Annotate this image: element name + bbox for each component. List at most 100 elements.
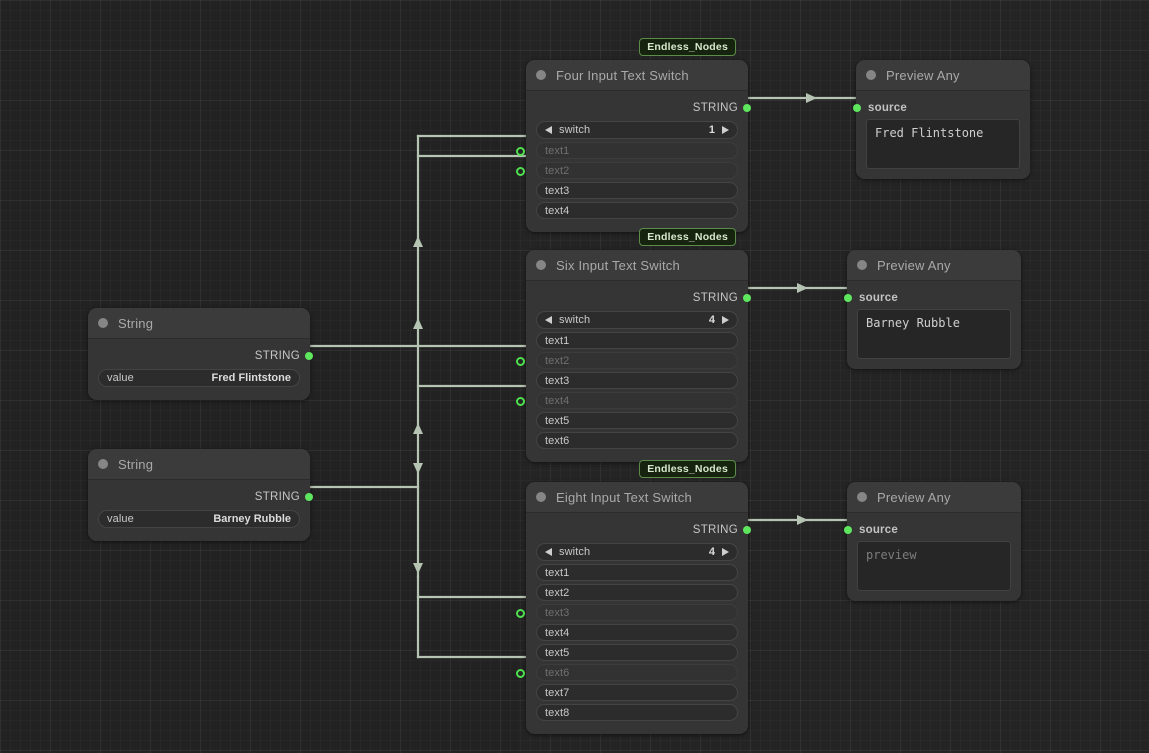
output-slot-string[interactable]: STRING: [536, 289, 751, 307]
preview-text-output: preview: [857, 541, 1011, 591]
node-body: STRING value Barney Rubble: [88, 480, 313, 541]
node-title-text: String: [118, 456, 154, 472]
widget-label: text4: [545, 204, 570, 217]
increment-arrow-icon[interactable]: [722, 548, 729, 556]
node-preview-any-bottom[interactable]: Preview Any source preview: [844, 482, 1021, 601]
node-preview-any-middle[interactable]: Preview Any source Barney Rubble: [844, 250, 1021, 369]
input-slot-dot-icon[interactable]: [516, 357, 525, 366]
input-slot-source[interactable]: source: [853, 100, 1020, 116]
input-slot-source[interactable]: source: [844, 522, 1011, 538]
widget-text4[interactable]: text4: [536, 624, 738, 641]
widget-value-text: 4: [708, 546, 715, 558]
widget-label: switch: [559, 314, 591, 326]
input-slot-dot-icon[interactable]: [516, 397, 525, 406]
widget-text6[interactable]: text6: [516, 664, 738, 681]
widget-text5[interactable]: text5: [536, 644, 738, 661]
widget-value[interactable]: value Barney Rubble: [98, 510, 300, 528]
widget-label: text6: [545, 434, 570, 447]
collapse-dot-icon[interactable]: [536, 260, 546, 270]
input-slot-dot-icon[interactable]: [853, 104, 861, 112]
node-title-text: String: [118, 315, 154, 331]
output-slot-string[interactable]: STRING: [98, 488, 313, 506]
node-title-bar[interactable]: String: [88, 308, 310, 339]
widget-label: text1: [545, 566, 570, 579]
widget-text3[interactable]: text3: [516, 604, 738, 621]
output-slot-string[interactable]: STRING: [536, 521, 751, 539]
node-body: STRING value Fred Flintstone: [88, 339, 313, 400]
widget-switch[interactable]: switch 4: [536, 543, 738, 561]
widget-label: value: [107, 513, 134, 525]
node-title-bar[interactable]: String: [88, 449, 310, 480]
widget-text4[interactable]: text4: [536, 202, 738, 219]
output-slot-dot-icon[interactable]: [743, 104, 751, 112]
output-slot-string[interactable]: STRING: [536, 99, 751, 117]
output-slot-string[interactable]: STRING: [98, 347, 313, 365]
node-title-bar[interactable]: Preview Any: [847, 250, 1021, 281]
node-six-input-text-switch[interactable]: Endless_Nodes Six Input Text Switch STRI…: [516, 228, 751, 462]
node-string-fred[interactable]: String STRING value Fred Flintstone: [88, 308, 313, 400]
node-preview-any-top[interactable]: Preview Any source Fred Flintstone: [853, 60, 1030, 179]
collapse-dot-icon[interactable]: [536, 70, 546, 80]
widget-text6[interactable]: text6: [536, 432, 738, 449]
increment-arrow-icon[interactable]: [722, 316, 729, 324]
input-slot-dot-icon[interactable]: [516, 167, 525, 176]
input-slot-source[interactable]: source: [844, 290, 1011, 306]
preview-text-output: Barney Rubble: [857, 309, 1011, 359]
widget-text2[interactable]: text2: [536, 584, 738, 601]
widget-text7[interactable]: text7: [536, 684, 738, 701]
widget-text2[interactable]: text2: [516, 162, 738, 179]
input-slot-dot-icon[interactable]: [844, 294, 852, 302]
widget-text1[interactable]: text1: [516, 142, 738, 159]
decrement-arrow-icon[interactable]: [545, 316, 552, 324]
widget-text2[interactable]: text2: [516, 352, 738, 369]
output-slot-dot-icon[interactable]: [305, 352, 313, 360]
node-title-bar[interactable]: Preview Any: [847, 482, 1021, 513]
decrement-arrow-icon[interactable]: [545, 126, 552, 134]
node-body: STRING switch 4 text1 text2 text3 tex: [516, 281, 751, 462]
collapse-dot-icon[interactable]: [98, 318, 108, 328]
widget-switch[interactable]: switch 1: [536, 121, 738, 139]
collapse-dot-icon[interactable]: [857, 492, 867, 502]
preview-text-output: Fred Flintstone: [866, 119, 1020, 169]
widget-value-text: Fred Flintstone: [211, 372, 291, 384]
widget-text4[interactable]: text4: [516, 392, 738, 409]
widget-label: text6: [545, 666, 570, 679]
decrement-arrow-icon[interactable]: [545, 548, 552, 556]
output-slot-dot-icon[interactable]: [305, 493, 313, 501]
widget-text3[interactable]: text3: [536, 372, 738, 389]
input-slot-dot-icon[interactable]: [516, 669, 525, 678]
node-title-bar[interactable]: Preview Any: [856, 60, 1030, 91]
input-slot-dot-icon[interactable]: [844, 526, 852, 534]
output-slot-dot-icon[interactable]: [743, 294, 751, 302]
input-slot-dot-icon[interactable]: [516, 147, 525, 156]
node-four-input-text-switch[interactable]: Endless_Nodes Four Input Text Switch STR…: [516, 38, 751, 232]
node-pack-badge: Endless_Nodes: [639, 460, 736, 478]
node-title-bar[interactable]: Eight Input Text Switch: [526, 482, 748, 513]
output-slot-label: STRING: [692, 524, 738, 536]
input-slot-label: source: [859, 524, 898, 536]
collapse-dot-icon[interactable]: [98, 459, 108, 469]
node-title-bar[interactable]: Six Input Text Switch: [526, 250, 748, 281]
widget-text3[interactable]: text3: [536, 182, 738, 199]
widget-text1[interactable]: text1: [536, 564, 738, 581]
widget-text8[interactable]: text8: [536, 704, 738, 721]
widget-label: text7: [545, 686, 570, 699]
widget-label: text5: [545, 646, 570, 659]
node-body: source Barney Rubble: [844, 281, 1021, 369]
collapse-dot-icon[interactable]: [536, 492, 546, 502]
collapse-dot-icon[interactable]: [857, 260, 867, 270]
collapse-dot-icon[interactable]: [866, 70, 876, 80]
widget-switch[interactable]: switch 4: [536, 311, 738, 329]
node-string-barney[interactable]: String STRING value Barney Rubble: [88, 449, 313, 541]
widget-text5[interactable]: text5: [536, 412, 738, 429]
node-title-bar[interactable]: Four Input Text Switch: [526, 60, 748, 91]
widget-value[interactable]: value Fred Flintstone: [98, 369, 300, 387]
widget-text1[interactable]: text1: [536, 332, 738, 349]
node-pack-badge: Endless_Nodes: [639, 228, 736, 246]
output-slot-dot-icon[interactable]: [743, 526, 751, 534]
node-eight-input-text-switch[interactable]: Endless_Nodes Eight Input Text Switch ST…: [516, 460, 751, 734]
widget-label: text3: [545, 184, 570, 197]
increment-arrow-icon[interactable]: [722, 126, 729, 134]
input-slot-dot-icon[interactable]: [516, 609, 525, 618]
